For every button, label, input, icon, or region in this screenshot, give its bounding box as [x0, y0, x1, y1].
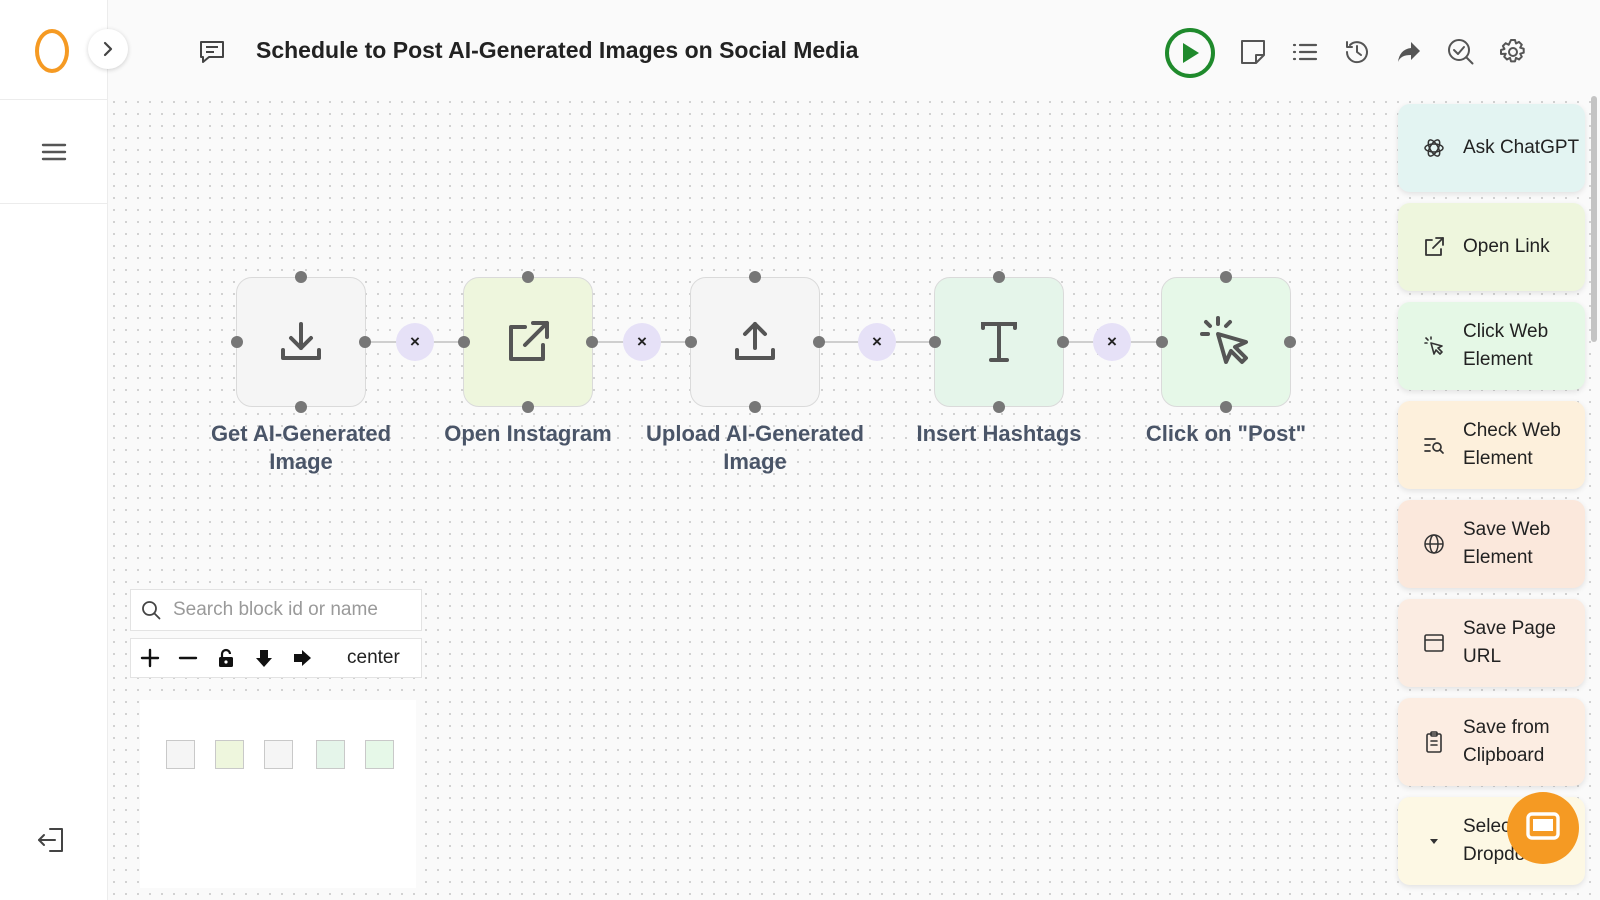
delete-edge-button[interactable]: ×: [396, 323, 434, 361]
lock-icon[interactable]: [207, 639, 245, 677]
port-right[interactable]: [1284, 336, 1296, 348]
block-label: Save Web Element: [1463, 519, 1551, 568]
port-right[interactable]: [813, 336, 825, 348]
minimap[interactable]: [140, 700, 416, 888]
chat-icon: [1526, 812, 1560, 840]
globe-icon: [1422, 532, 1446, 556]
left-rail: [0, 0, 108, 900]
download-icon: [281, 322, 321, 360]
message-square-icon[interactable]: [198, 38, 226, 66]
run-button[interactable]: [1165, 28, 1215, 78]
play-icon: [1183, 43, 1199, 63]
port-right[interactable]: [359, 336, 371, 348]
external-link-icon: [1422, 235, 1446, 259]
browser-window-icon: [1422, 631, 1446, 655]
share-icon[interactable]: [1393, 36, 1425, 68]
block-label: Check Web Element: [1463, 420, 1561, 469]
port-bottom[interactable]: [522, 401, 534, 413]
text-icon: [981, 322, 1017, 362]
node-label: Insert Hashtags: [916, 421, 1082, 446]
node-label: Get AI-Generated Image: [210, 421, 392, 474]
port-top[interactable]: [1220, 271, 1232, 283]
minimap-node: [264, 740, 293, 769]
port-top[interactable]: [522, 271, 534, 283]
port-top[interactable]: [749, 271, 761, 283]
port-bottom[interactable]: [749, 401, 761, 413]
exit-icon[interactable]: [36, 826, 66, 854]
node-get-image[interactable]: [236, 277, 366, 407]
port-left[interactable]: [685, 336, 697, 348]
minimap-node: [365, 740, 394, 769]
external-link-icon: [509, 321, 549, 361]
top-bar: Schedule to Post AI-Generated Images on …: [108, 0, 1600, 96]
block-check-web-element[interactable]: Check Web Element: [1398, 401, 1585, 489]
block-save-page-url[interactable]: Save Page URL: [1398, 599, 1585, 687]
block-open-link[interactable]: Open Link: [1398, 203, 1585, 291]
caret-down-icon: [1422, 829, 1446, 853]
logo-o-icon[interactable]: [35, 29, 69, 73]
openai-icon: [1422, 136, 1446, 160]
minimap-node: [316, 740, 345, 769]
block-label: Click Web Element: [1463, 321, 1549, 370]
cursor-click-icon: [1200, 316, 1248, 364]
port-left[interactable]: [1156, 336, 1168, 348]
node-open-instagram[interactable]: [463, 277, 593, 407]
search-lines-icon: [1422, 433, 1446, 457]
minimap-node: [215, 740, 244, 769]
sticky-note-icon[interactable]: [1237, 36, 1269, 68]
node-label: Upload AI-Generated Image: [646, 421, 864, 474]
block-ask-chatgpt[interactable]: Ask ChatGPT: [1398, 104, 1585, 192]
port-bottom[interactable]: [295, 401, 307, 413]
delete-edge-button[interactable]: ×: [1093, 323, 1131, 361]
node-click-post[interactable]: [1161, 277, 1291, 407]
cursor-click-icon: [1422, 334, 1446, 358]
panel-scrollbar[interactable]: [1591, 96, 1597, 342]
logo-area: [0, 0, 107, 100]
minimap-node: [166, 740, 195, 769]
node-label: Click on "Post": [1145, 421, 1307, 446]
minus-icon[interactable]: [169, 639, 207, 677]
port-left[interactable]: [458, 336, 470, 348]
node-label: Open Instagram: [444, 421, 612, 446]
chat-button[interactable]: [1507, 792, 1579, 864]
block-label: Open Link: [1463, 236, 1550, 257]
upload-icon: [735, 322, 775, 360]
block-save-from-clipboard[interactable]: Save from Clipboard: [1398, 698, 1585, 786]
history-icon[interactable]: [1341, 36, 1373, 68]
plus-icon[interactable]: [131, 639, 169, 677]
delete-edge-button[interactable]: ×: [623, 323, 661, 361]
block-search: [130, 589, 422, 631]
port-bottom[interactable]: [993, 401, 1005, 413]
node-insert-hashtags[interactable]: [934, 277, 1064, 407]
port-top[interactable]: [993, 271, 1005, 283]
canvas-controls: center: [130, 638, 422, 678]
page-title: Schedule to Post AI-Generated Images on …: [256, 37, 859, 63]
menu-area: [0, 100, 107, 204]
port-bottom[interactable]: [1220, 401, 1232, 413]
arrow-down-icon[interactable]: [245, 639, 283, 677]
gear-icon[interactable]: [1497, 36, 1529, 68]
port-left[interactable]: [231, 336, 243, 348]
delete-edge-button[interactable]: ×: [858, 323, 896, 361]
arrow-right-icon[interactable]: [283, 639, 321, 677]
block-label: Ask ChatGPT: [1463, 137, 1580, 158]
list-icon[interactable]: [1289, 36, 1321, 68]
port-left[interactable]: [929, 336, 941, 348]
port-top[interactable]: [295, 271, 307, 283]
search-icon: [142, 601, 161, 620]
node-upload-image[interactable]: [690, 277, 820, 407]
block-label: Save from Clipboard: [1463, 717, 1550, 766]
clipboard-icon: [1422, 730, 1446, 754]
block-save-web-element[interactable]: Save Web Element: [1398, 500, 1585, 588]
block-label: Save Page URL: [1463, 618, 1556, 667]
center-button[interactable]: center: [347, 647, 400, 668]
block-click-web-element[interactable]: Click Web Element: [1398, 302, 1585, 390]
port-right[interactable]: [586, 336, 598, 348]
hamburger-menu-icon[interactable]: [41, 142, 67, 162]
check-search-icon[interactable]: [1445, 36, 1477, 68]
port-right[interactable]: [1057, 336, 1069, 348]
chevron-right-icon[interactable]: [88, 29, 128, 69]
search-input[interactable]: [173, 599, 403, 621]
